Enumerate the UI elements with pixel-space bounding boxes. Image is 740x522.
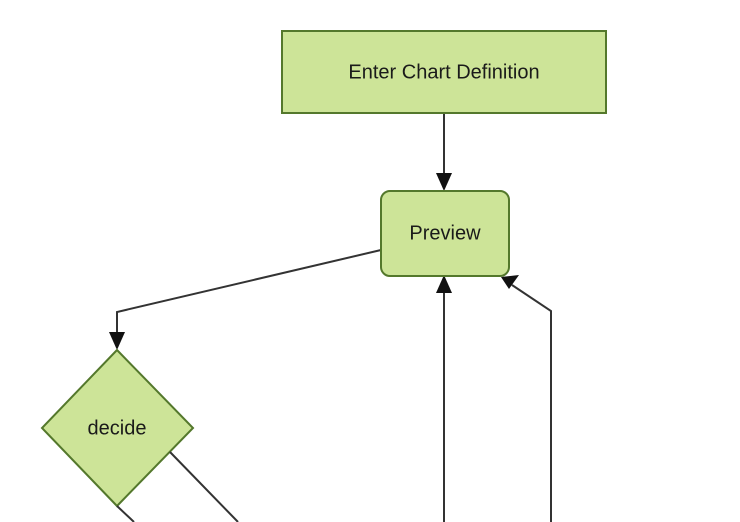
edge-return-center-to-preview[interactable] bbox=[436, 275, 452, 522]
edge-enter-chart-definition-to-preview[interactable] bbox=[436, 113, 452, 191]
edge-line bbox=[116, 249, 382, 337]
node-enter-chart-definition[interactable]: Enter Chart Definition bbox=[281, 30, 607, 114]
node-enter-chart-definition-label: Enter Chart Definition bbox=[348, 61, 539, 83]
node-decide[interactable]: decide bbox=[40, 348, 195, 508]
arrowhead-upleft-icon bbox=[501, 275, 519, 289]
edge-group bbox=[109, 113, 552, 522]
node-decide-label: decide bbox=[88, 417, 147, 439]
node-group: Enter Chart Definition Preview decide bbox=[40, 30, 607, 508]
edge-preview-to-decide[interactable] bbox=[109, 249, 382, 350]
node-enter-chart-definition-shape bbox=[281, 30, 607, 114]
edge-decide-to-offscreen-bottom[interactable] bbox=[116, 505, 135, 522]
arrowhead-down-icon bbox=[436, 173, 452, 191]
arrowhead-up-icon bbox=[436, 275, 452, 293]
edge-return-right-to-preview[interactable] bbox=[501, 275, 552, 522]
arrowhead-down-icon bbox=[109, 332, 125, 350]
edge-line bbox=[511, 284, 552, 522]
edge-group-outgoing bbox=[116, 451, 239, 522]
node-preview[interactable]: Preview bbox=[380, 190, 510, 277]
node-preview-shape bbox=[380, 190, 510, 277]
edge-decide-to-offscreen-right[interactable] bbox=[169, 451, 239, 522]
node-preview-label: Preview bbox=[409, 222, 481, 244]
